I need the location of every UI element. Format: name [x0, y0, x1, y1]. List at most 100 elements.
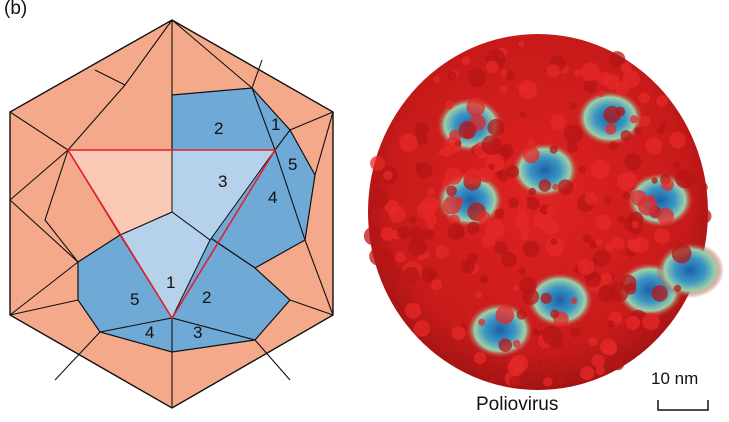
face-label: 1 [271, 115, 280, 134]
surface-bump [519, 276, 537, 295]
surface-bump [622, 70, 641, 88]
surface-bump [488, 376, 495, 383]
surface-bump [437, 336, 454, 353]
facet-lines [9, 19, 334, 408]
surface-bump [619, 274, 637, 292]
surface-bump [446, 185, 457, 197]
surface-bump [583, 234, 592, 243]
surface-bump [550, 237, 558, 246]
surface-bump [487, 119, 505, 137]
surface-bump [591, 354, 605, 368]
surface-bump [645, 137, 663, 155]
surface-bump [588, 337, 598, 347]
surface-bump [627, 239, 638, 251]
surface-bump [543, 377, 553, 387]
surface-bump [414, 121, 429, 137]
scale-bar-label: 10 nm [651, 369, 699, 388]
surface-bump [485, 60, 499, 74]
surface-bump [626, 315, 641, 330]
surface-bump [507, 358, 525, 376]
virus-surface-texture [363, 41, 712, 388]
surface-bump [475, 291, 483, 299]
surface-bump [494, 241, 508, 255]
surface-bump [526, 197, 540, 211]
surface-bump [501, 251, 517, 268]
surface-bump [461, 56, 471, 66]
surface-bump [402, 266, 420, 284]
surface-bump [476, 361, 491, 376]
surface-bump [583, 79, 597, 93]
surface-bump [656, 95, 668, 107]
surface-bump [498, 338, 513, 353]
surface-bump [673, 161, 681, 169]
surface-bump [373, 178, 381, 186]
surface-bump [426, 188, 435, 196]
surface-bump [595, 214, 612, 231]
virus-pore [526, 272, 594, 328]
surface-bump [477, 211, 491, 224]
surface-bump [443, 195, 462, 215]
face-label: 2 [214, 119, 223, 138]
surface-bump [661, 178, 674, 192]
surface-bump [671, 243, 692, 264]
surface-bump [607, 320, 615, 328]
surface-bump [513, 285, 520, 291]
surface-bump [634, 127, 642, 135]
surface-bump [550, 114, 566, 130]
surface-bump [422, 228, 435, 240]
surface-bump [499, 85, 507, 94]
surface-bump [675, 169, 695, 189]
face-label: 4 [145, 323, 154, 342]
surface-bump [600, 338, 617, 356]
face-label: 1 [166, 273, 175, 292]
face-label: 4 [268, 188, 277, 207]
surface-bump [509, 375, 522, 388]
surface-bump [522, 240, 540, 258]
surface-bump [438, 148, 446, 156]
surface-bump [424, 213, 438, 227]
surface-bump [447, 71, 457, 80]
surface-bump [506, 165, 519, 179]
surface-bump [396, 226, 410, 240]
surface-bump [370, 156, 385, 171]
surface-bump [651, 285, 668, 302]
surface-bump [418, 254, 425, 261]
surface-bump [538, 179, 552, 192]
surface-bump [580, 366, 595, 381]
surface-bump [617, 215, 625, 224]
surface-bump [445, 100, 454, 110]
surface-bump [563, 124, 584, 144]
surface-bump [631, 220, 640, 229]
surface-bump [467, 68, 487, 88]
surface-bump [630, 115, 638, 124]
surface-bump [477, 166, 494, 183]
surface-bump [388, 279, 397, 289]
surface-bump [648, 194, 655, 201]
surface-bump [611, 358, 625, 371]
surface-bump [394, 251, 406, 263]
surface-bump [584, 192, 598, 206]
surface-bump [383, 170, 393, 181]
surface-bump [464, 168, 481, 185]
surface-bump [481, 233, 496, 248]
surface-bump [369, 188, 389, 208]
surface-bump [604, 196, 612, 205]
surface-bump [508, 197, 519, 209]
surface-bump [570, 297, 578, 304]
surface-bump [578, 165, 586, 174]
surface-bump [408, 238, 428, 257]
surface-bump [473, 351, 487, 365]
surface-bump [669, 131, 686, 149]
surface-bump [363, 226, 383, 246]
surface-bump [603, 106, 621, 124]
surface-bump [519, 111, 527, 118]
surface-bump [651, 177, 658, 184]
surface-bump [608, 141, 618, 151]
surface-bump [408, 216, 417, 224]
surface-bump [481, 135, 502, 156]
surface-bump [413, 320, 431, 337]
surface-bump [620, 130, 632, 142]
